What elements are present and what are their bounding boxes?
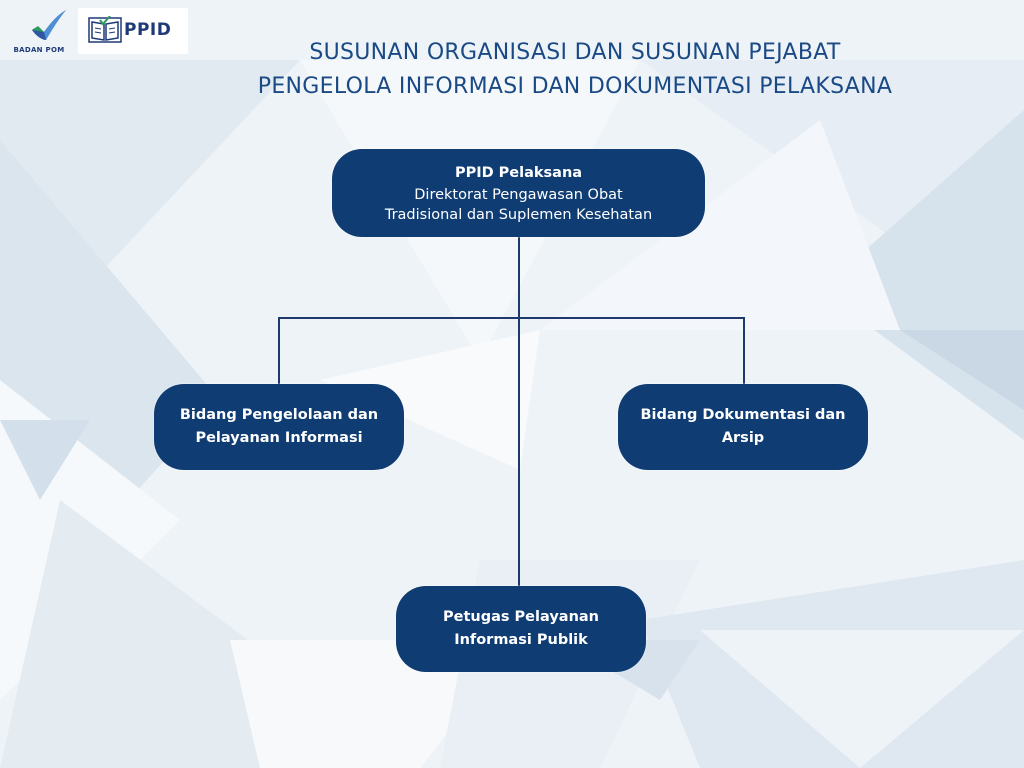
org-box-line: Informasi Publik [454,632,588,648]
org-box-line: Pelayanan Informasi [195,430,363,446]
org-box-line: Bidang Pengelolaan dan [179,407,379,423]
open-book-icon [88,16,122,43]
org-box-title: PPID Pelaksana [454,164,583,181]
badan-pom-logo-text: BADAN POM [13,46,65,54]
org-box-line: Direktorat Pengawasan Obat [414,186,623,203]
org-box-line: Arsip [721,430,765,446]
org-box-dokumentasi-arsip: Bidang Dokumentasi dan Arsip [618,384,868,470]
badan-pom-logo: BADAN POM [6,6,72,58]
org-box-petugas-pelayanan: Petugas Pelayanan Informasi Publik [396,586,646,672]
badan-pom-emblem-icon [32,10,66,40]
ppid-logo: PPID [78,8,188,54]
org-box-line: Tradisional dan Suplemen Kesehatan [384,206,653,223]
org-box-line: Petugas Pelayanan [443,609,599,625]
page-title: SUSUNAN ORGANISASI DAN SUSUNAN PEJABAT P… [170,36,980,104]
org-box-ppid-pelaksana: PPID Pelaksana Direktorat Pengawasan Oba… [332,149,705,237]
title-line-1: SUSUNAN ORGANISASI DAN SUSUNAN PEJABAT [309,40,841,65]
org-box-pengelolaan-pelayanan: Bidang Pengelolaan dan Pelayanan Informa… [154,384,404,470]
org-box-line: Bidang Dokumentasi dan [640,407,846,423]
title-line-2: PENGELOLA INFORMASI DAN DOKUMENTASI PELA… [257,74,893,99]
ppid-logo-text: PPID [124,20,172,40]
